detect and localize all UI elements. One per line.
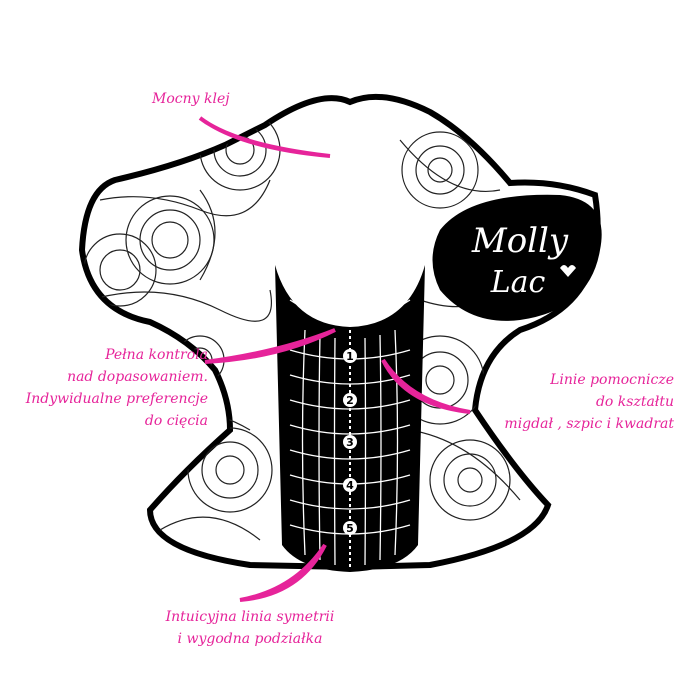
swirl-pattern xyxy=(83,109,521,541)
svg-text:4: 4 xyxy=(346,479,354,492)
finger-hole xyxy=(283,163,417,327)
callout-control-line4: do cięcia xyxy=(144,413,208,429)
callout-lines xyxy=(198,116,471,602)
callout-glue-line1: Mocny klej xyxy=(152,91,230,107)
callout-guides-line3: migdał , szpic i kwadrat xyxy=(504,416,674,432)
callout-glue: Mocny klej xyxy=(152,88,230,110)
logo-text-line1: Molly xyxy=(471,221,569,261)
svg-text:1: 1 xyxy=(346,350,354,363)
callout-control-line2: nad dopasowaniem. xyxy=(67,369,208,385)
svg-text:3: 3 xyxy=(346,436,354,449)
callout-symmetry-line1: Intuicyjna linia symetrii xyxy=(165,609,335,625)
callout-control-line3: Indywidualne preferencje xyxy=(25,391,208,407)
callout-control-line1: Pełna kontrola xyxy=(105,347,208,363)
callout-control: Pełna kontrola nad dopasowaniem. Indywid… xyxy=(18,344,208,432)
scale-mark-4: 4 xyxy=(343,478,357,492)
scale-mark-3: 3 xyxy=(343,435,357,449)
callout-guides-line2: do kształtu xyxy=(595,394,674,410)
svg-text:5: 5 xyxy=(346,522,354,535)
callout-line-symmetry xyxy=(239,543,327,602)
heart-icon xyxy=(560,265,576,277)
callout-guides-line1: Linie pomocnicze xyxy=(550,372,674,388)
callout-symmetry: Intuicyjna linia symetrii i wygodna podz… xyxy=(150,606,350,650)
brand-logo: Molly Lac xyxy=(432,194,602,321)
callout-line-guides xyxy=(381,358,471,414)
scale-marks: 1 2 3 4 5 xyxy=(343,349,357,535)
scale-mark-5: 5 xyxy=(343,521,357,535)
callout-line-control xyxy=(204,328,336,364)
logo-text-line2: Lac xyxy=(490,265,546,300)
svg-text:2: 2 xyxy=(346,394,354,407)
callout-line-glue xyxy=(198,116,331,158)
scale-mark-1: 1 xyxy=(343,349,357,363)
scale-mark-2: 2 xyxy=(343,393,357,407)
callout-symmetry-line2: i wygodna podziałka xyxy=(177,631,323,647)
callout-guides: Linie pomocnicze do kształtu migdał , sz… xyxy=(478,369,674,435)
